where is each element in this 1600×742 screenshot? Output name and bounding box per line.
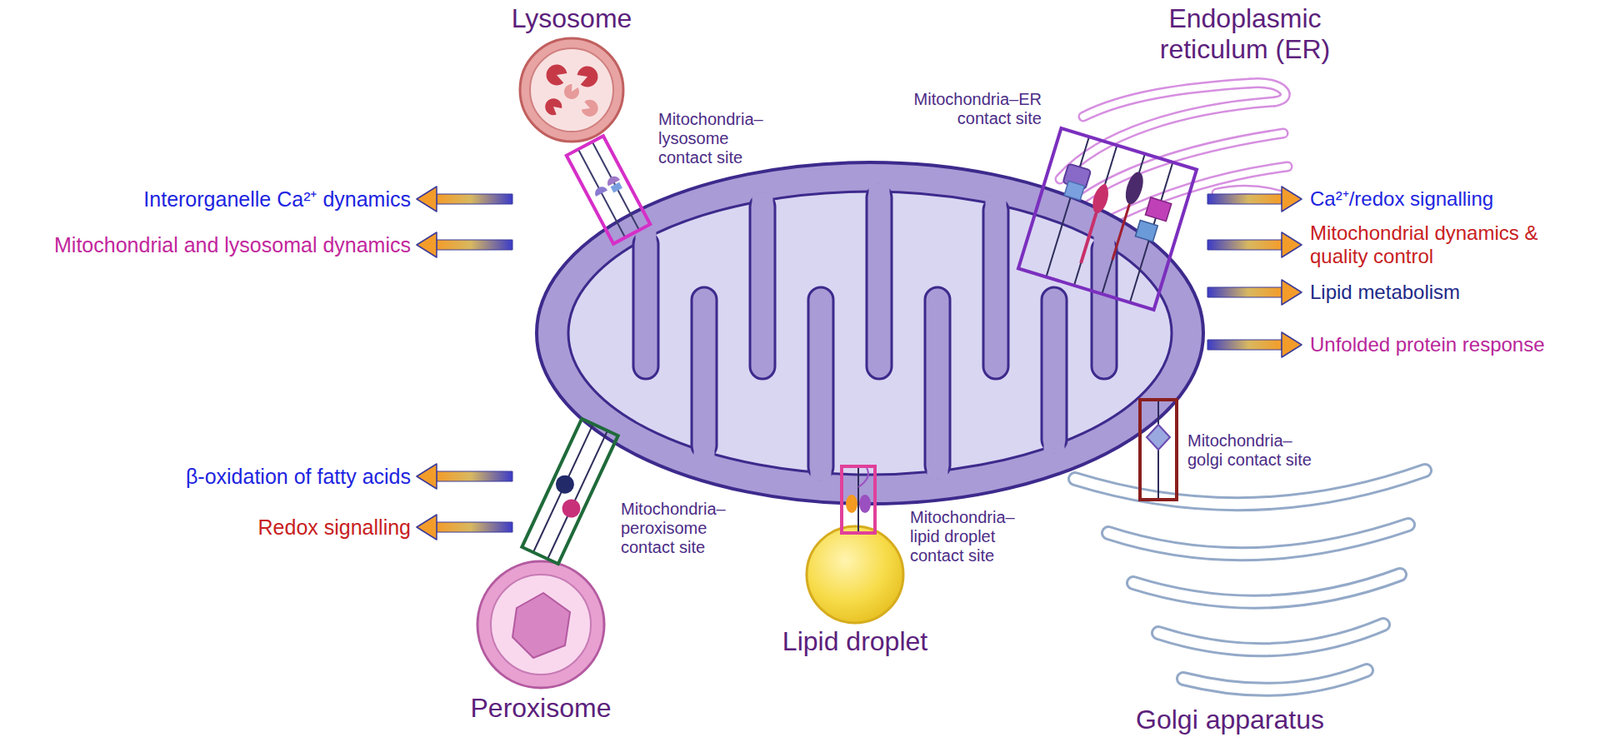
- golgi-cisterna: [1158, 625, 1384, 650]
- golgi-cisterna: [1075, 470, 1425, 505]
- contact-site-name: Mitochondria– peroxisome contact site: [620, 500, 746, 558]
- mito-lipid-droplet-contact: [841, 466, 875, 534]
- organelle-name: Endoplasmic reticulum (ER): [1128, 3, 1362, 65]
- organelle-name: Peroxisome: [415, 693, 666, 725]
- arrow-head: [416, 186, 437, 212]
- function-label: Mitochondrial and lysosomal dynamics: [2, 233, 411, 258]
- arrow-head: [416, 515, 437, 540]
- arrow-head: [1281, 186, 1302, 212]
- crista: [691, 287, 717, 459]
- function-label: β-oxidation of fatty acids: [2, 465, 411, 490]
- crista: [925, 287, 950, 479]
- arrow-shaft: [1207, 194, 1282, 205]
- arrow-shaft: [436, 194, 513, 205]
- crista-opening: [869, 183, 890, 197]
- organelle-title: Lipid droplet: [730, 626, 980, 658]
- contact-site-name: Mitochondria–ER contact site: [904, 90, 1042, 129]
- golgi-lumen: [1133, 575, 1400, 603]
- er-lumen: [1083, 83, 1250, 117]
- er-tube: [1250, 83, 1285, 102]
- crista: [983, 197, 1009, 380]
- organelle-name: Golgi apparatus: [1063, 705, 1397, 736]
- lysosome: [520, 38, 624, 142]
- crista-opening: [1044, 440, 1065, 455]
- contact-site-label: Mitochondria–ER contact site: [904, 90, 1042, 129]
- crista: [1041, 287, 1067, 453]
- crista-opening: [927, 466, 949, 480]
- arrow-head: [416, 464, 437, 490]
- er-lumen: [1250, 83, 1285, 102]
- golgi-lumen: [1183, 670, 1367, 690]
- golgi-lumen: [1108, 525, 1409, 555]
- golgi-lumen: [1075, 470, 1425, 505]
- crista-opening: [810, 468, 832, 482]
- arrow-shaft: [1207, 240, 1282, 250]
- golgi-cisterna: [1183, 670, 1367, 690]
- function-label: Unfolded protein response: [1310, 333, 1598, 357]
- function-label: Lipid metabolism: [1310, 280, 1598, 305]
- golgi-cisternae: [1075, 470, 1425, 690]
- contact-site-label: Mitochondria– golgi contact site: [1187, 431, 1325, 470]
- lipid-droplet: [806, 526, 904, 624]
- crista: [750, 194, 775, 380]
- contact-site-name: Mitochondria– lysosome contact site: [658, 110, 780, 168]
- peroxisome: [477, 561, 605, 689]
- arrow-head: [1281, 232, 1302, 258]
- organelle-title: Lysosome: [446, 3, 697, 35]
- mito-peroxisome-contact: [521, 419, 618, 565]
- mitochondrion: [536, 162, 1204, 505]
- contact-site-name: Mitochondria– lipid droplet contact site: [910, 508, 1035, 566]
- er-tube: [1083, 83, 1250, 117]
- contact-site-label: Mitochondria– lysosome contact site: [658, 110, 780, 168]
- crista-opening: [752, 192, 774, 206]
- er-lumen: [1108, 166, 1288, 221]
- function-label: Ca²⁺/redox signalling: [1310, 187, 1598, 211]
- golgi-cisterna: [1108, 525, 1409, 555]
- crista: [633, 231, 659, 380]
- golgi-cisterna: [1133, 575, 1400, 603]
- organelle-title: Golgi apparatus: [1063, 705, 1397, 736]
- contact-site-label: Mitochondria– lipid droplet contact site: [910, 508, 1035, 566]
- function-label: Redox signalling: [2, 515, 411, 540]
- crista: [866, 185, 892, 380]
- organelle-title: Peroxisome: [415, 693, 666, 725]
- function-arrows: [416, 186, 1302, 540]
- arrow-shaft: [1207, 287, 1282, 298]
- mito-er-contact: [1018, 128, 1197, 310]
- crista: [808, 287, 834, 480]
- golgi-lumen: [1158, 625, 1384, 650]
- arrow-head: [1281, 280, 1302, 305]
- arrow-shaft: [436, 522, 513, 533]
- organelle-name: Lysosome: [446, 3, 697, 35]
- arrow-head: [416, 232, 437, 258]
- arrow-shaft: [436, 471, 513, 482]
- organelle-name: Lipid droplet: [730, 626, 980, 658]
- crista-opening: [694, 446, 715, 460]
- arrow-shaft: [1207, 340, 1282, 350]
- mito-lysosome-contact: [566, 135, 650, 244]
- mito-golgi-contact: [1140, 400, 1177, 500]
- function-label: Interorganelle Ca²⁺ dynamics: [2, 187, 411, 212]
- er-tube: [1108, 166, 1288, 221]
- crista-opening: [1094, 235, 1115, 250]
- crista-opening: [985, 195, 1007, 210]
- function-label: Mitochondrial dynamics & quality control: [1310, 221, 1594, 268]
- arrow-shaft: [436, 240, 513, 250]
- contact-site-label: Mitochondria– peroxisome contact site: [620, 500, 746, 558]
- organelle-title: Endoplasmic reticulum (ER): [1128, 3, 1362, 65]
- contact-site-name: Mitochondria– golgi contact site: [1187, 431, 1325, 470]
- arrow-head: [1281, 332, 1302, 358]
- endoplasmic-reticulum: [1060, 83, 1290, 221]
